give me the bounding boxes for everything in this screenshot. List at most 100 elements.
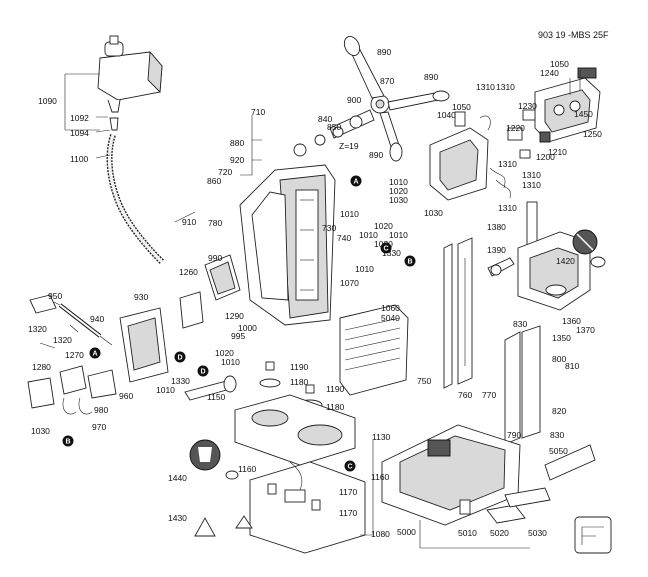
- part-label: 830: [550, 430, 564, 440]
- marker-letter: C: [383, 246, 388, 253]
- part-label: 1440: [168, 473, 187, 483]
- part-label: 1010: [156, 385, 175, 395]
- part-label: 1010: [389, 230, 408, 240]
- part-label: 1430: [168, 513, 187, 523]
- part-label: 900: [347, 95, 361, 105]
- part-label: 790: [507, 430, 521, 440]
- part-label: 1100: [70, 154, 89, 164]
- part-label: 1092: [70, 113, 89, 123]
- part-label: 5000: [397, 527, 416, 537]
- marker-letter: D: [200, 369, 205, 376]
- marker-letter: A: [353, 179, 358, 186]
- part-label: 1020: [215, 348, 234, 358]
- warning-icons-drawing: [189, 229, 606, 537]
- part-label: 950: [48, 291, 62, 301]
- base-top-drawing: [234, 394, 356, 466]
- part-label: 1250: [583, 129, 602, 139]
- part-label: 1310: [522, 180, 541, 190]
- handle-assembly-drawing: [293, 36, 450, 162]
- part-label: 1170: [339, 508, 358, 518]
- part-label: 940: [90, 314, 104, 324]
- part-label: 960: [119, 391, 133, 401]
- part-label: 1350: [552, 333, 571, 343]
- part-label: 1050: [550, 59, 569, 69]
- marker-circle: [174, 351, 186, 363]
- part-label: 810: [565, 361, 579, 371]
- part-label: 5020: [490, 528, 509, 538]
- part-label: 1330: [382, 248, 401, 258]
- part-label: 740: [337, 233, 351, 243]
- part-label: 730: [322, 223, 336, 233]
- part-label: 1020: [389, 186, 408, 196]
- part-label: 850: [327, 122, 341, 132]
- part-label: 1190: [290, 362, 309, 372]
- part-label: 990: [208, 253, 222, 263]
- part-label: 880: [230, 138, 244, 148]
- part-label: 1090: [38, 96, 57, 106]
- part-label: 800: [552, 354, 566, 364]
- part-label: 1320: [53, 335, 72, 345]
- part-label: 995: [231, 331, 245, 341]
- part-label: 1310: [522, 170, 541, 180]
- part-label: 1310: [498, 203, 517, 213]
- switch-parts-drawing: [479, 109, 551, 199]
- part-label: 1010: [340, 209, 359, 219]
- part-label: 920: [230, 155, 244, 165]
- part-label: 1310: [476, 82, 495, 92]
- motor-housing-drawing: [429, 111, 489, 201]
- part-label: 1310: [498, 159, 517, 169]
- part-number-labels: 1090109210941100710880920850840860720910…: [28, 47, 602, 539]
- part-label: 930: [134, 292, 148, 302]
- part-label: 1070: [340, 278, 359, 288]
- part-label: 1094: [70, 128, 89, 138]
- part-label: 780: [208, 218, 222, 228]
- part-label: 910: [182, 217, 196, 227]
- part-label: 980: [94, 405, 108, 415]
- part-label: 1280: [32, 362, 51, 372]
- coolant-bottle-drawing: [97, 35, 163, 131]
- carry-case-drawing: [381, 424, 521, 526]
- part-label: 5030: [528, 528, 547, 538]
- feed-lever-drawing: [184, 375, 237, 401]
- part-label: 1030: [31, 426, 50, 436]
- leader-lines: [39, 70, 581, 549]
- part-label: 1180: [326, 402, 345, 412]
- part-label: 1380: [487, 222, 506, 232]
- part-label: 890: [377, 47, 391, 57]
- marker-circle: [197, 365, 209, 377]
- part-label: 760: [458, 390, 472, 400]
- case-accessories-drawing: [459, 444, 596, 524]
- part-label: 890: [424, 72, 438, 82]
- part-label: 1320: [28, 324, 47, 334]
- part-label: 1160: [371, 472, 390, 482]
- part-label: 970: [92, 422, 106, 432]
- part-label: 1230: [518, 101, 537, 111]
- part-label: 890: [369, 150, 383, 160]
- part-label: 1180: [290, 377, 309, 387]
- part-label: 1330: [171, 376, 190, 386]
- part-label: 1360: [562, 316, 581, 326]
- marker-circle: [62, 435, 74, 447]
- part-label: 5040: [381, 313, 400, 323]
- part-label: 1270: [65, 350, 84, 360]
- part-label: 1390: [487, 245, 506, 255]
- power-cable-drawing: [29, 294, 113, 346]
- guide-rails-drawing: [443, 201, 541, 445]
- illustration: [27, 35, 612, 554]
- part-label: 1010: [221, 357, 240, 367]
- guard-drawing: [339, 304, 409, 396]
- part-label: 1010: [355, 264, 374, 274]
- part-label: 1150: [207, 392, 226, 402]
- marker-circle: [89, 347, 101, 359]
- part-label: 1020: [374, 221, 393, 231]
- part-label: Z=19: [339, 141, 359, 151]
- part-label: 1420: [556, 256, 575, 266]
- marker-letter: A: [92, 351, 97, 358]
- part-label: 720: [218, 167, 232, 177]
- flex-hose-drawing: [106, 134, 165, 265]
- part-label: 1290: [225, 311, 244, 321]
- part-label: 870: [380, 76, 394, 86]
- part-label: 1130: [372, 432, 391, 442]
- part-label: 710: [251, 107, 265, 117]
